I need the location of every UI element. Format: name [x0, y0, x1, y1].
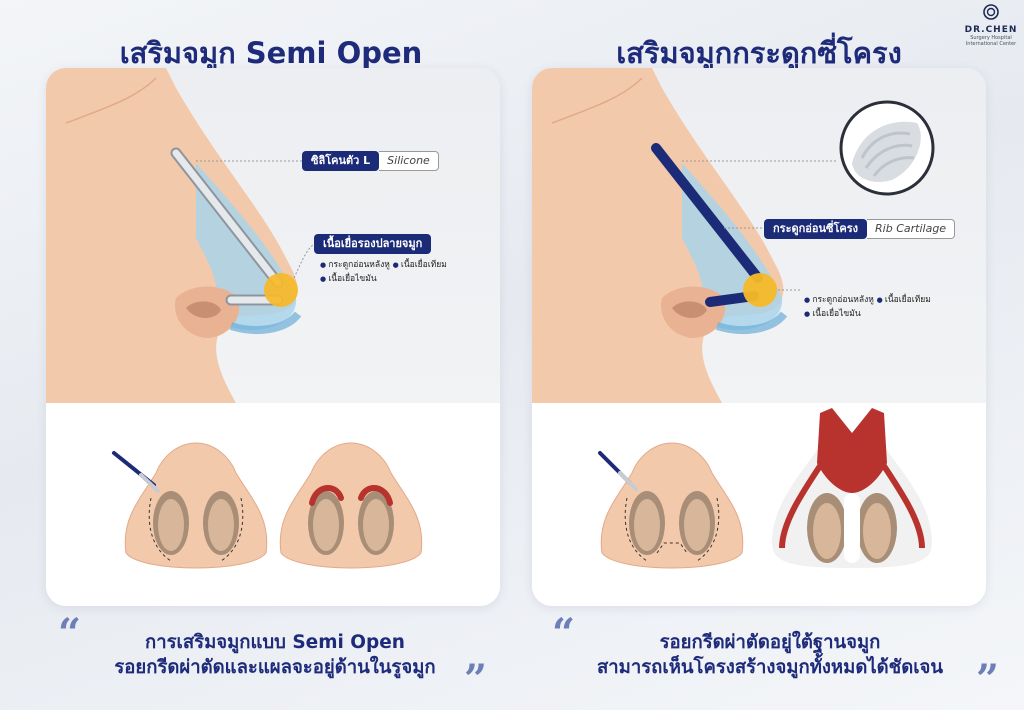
brand-logo: DR.CHEN Surgery Hospital International C… — [962, 4, 1020, 47]
rib-base-views — [532, 403, 986, 606]
rib-cartilage-label-en: Rib Cartilage — [867, 219, 956, 239]
brand-subtitle-2: International Center — [965, 41, 1017, 47]
tip-item: เนื้อเยื่อเทียม — [877, 295, 931, 305]
rib-cartilage-label: กระดูกอ่อนซี่โครง Rib Cartilage — [764, 219, 956, 239]
rib-side-view: กระดูกอ่อนซี่โครง Rib Cartilage กระดูกอ่… — [532, 68, 986, 403]
left-caption: การเสริมจมูกแบบ Semi Open รอยกรีดผ่าตัดแ… — [70, 630, 480, 680]
semi-open-base-views — [46, 403, 500, 606]
right-caption-line2: สามารถเห็นโครงสร้างจมูกทั้งหมดได้ชัดเจน — [596, 657, 944, 678]
right-caption: รอยกรีดผ่าตัดอยู่ใต้ฐานจมูก สามารถเห็นโค… — [560, 630, 980, 680]
rib-cartilage-closeup — [852, 121, 921, 183]
rib-cartilage-panel: กระดูกอ่อนซี่โครง Rib Cartilage กระดูกอ่… — [532, 68, 986, 606]
silicone-label: ซิลิโคนตัว L Silicone — [302, 151, 439, 171]
tip-item: เนื้อเยื่อเทียม — [393, 260, 447, 270]
close-quote-icon: ” — [464, 656, 488, 703]
tip-support-label-th: เนื้อเยื่อรองปลายจมูก — [314, 234, 432, 254]
left-panel-title: เสริมจมูก Semi Open — [119, 36, 423, 70]
rib-cartilage-label-th: กระดูกอ่อนซี่โครง — [764, 219, 868, 239]
brand-subtitle-1: Surgery Hospital — [970, 35, 1012, 41]
silicone-label-th: ซิลิโคนตัว L — [302, 151, 380, 171]
right-caption-line1: รอยกรีดผ่าตัดอยู่ใต้ฐานจมูก — [659, 632, 881, 653]
nose-side-illustration — [46, 68, 315, 403]
open-quote-icon: “ — [552, 610, 576, 657]
left-caption-line1: การเสริมจมูกแบบ Semi Open — [145, 632, 405, 653]
brand-name: DR.CHEN — [964, 25, 1018, 35]
close-quote-icon: ” — [976, 656, 1000, 703]
tip-support-list: กระดูกอ่อนหลังหู เนื้อเยื่อเทียม เนื้อเย… — [804, 293, 931, 321]
left-caption-line2: รอยกรีดผ่าตัดและแผลจะอยู่ด้านในรูจมูก — [114, 657, 436, 678]
silicone-label-en: Silicone — [379, 151, 439, 171]
nose-side-illustration — [532, 68, 935, 403]
brand-mark-icon — [983, 4, 999, 20]
tip-item: เนื้อเยื่อไขมัน — [320, 274, 377, 284]
open-quote-icon: “ — [58, 610, 82, 657]
tip-item: กระดูกอ่อนหลังหู — [320, 260, 390, 270]
tip-item: เนื้อเยื่อไขมัน — [804, 309, 861, 319]
right-panel-title: เสริมจมูกกระดูกซี่โครง — [616, 36, 902, 70]
nostril-base-illustration — [112, 442, 423, 569]
nostril-base-illustration — [598, 408, 932, 569]
semi-open-side-view: ซิลิโคนตัว L Silicone เนื้อเยื่อรองปลายจ… — [46, 68, 500, 403]
tip-support-label: เนื้อเยื่อรองปลายจมูก — [314, 234, 432, 254]
tip-item: กระดูกอ่อนหลังหู — [804, 295, 874, 305]
tip-support-list: กระดูกอ่อนหลังหู เนื้อเยื่อเทียม เนื้อเย… — [320, 258, 447, 286]
semi-open-panel: ซิลิโคนตัว L Silicone เนื้อเยื่อรองปลายจ… — [46, 68, 500, 606]
